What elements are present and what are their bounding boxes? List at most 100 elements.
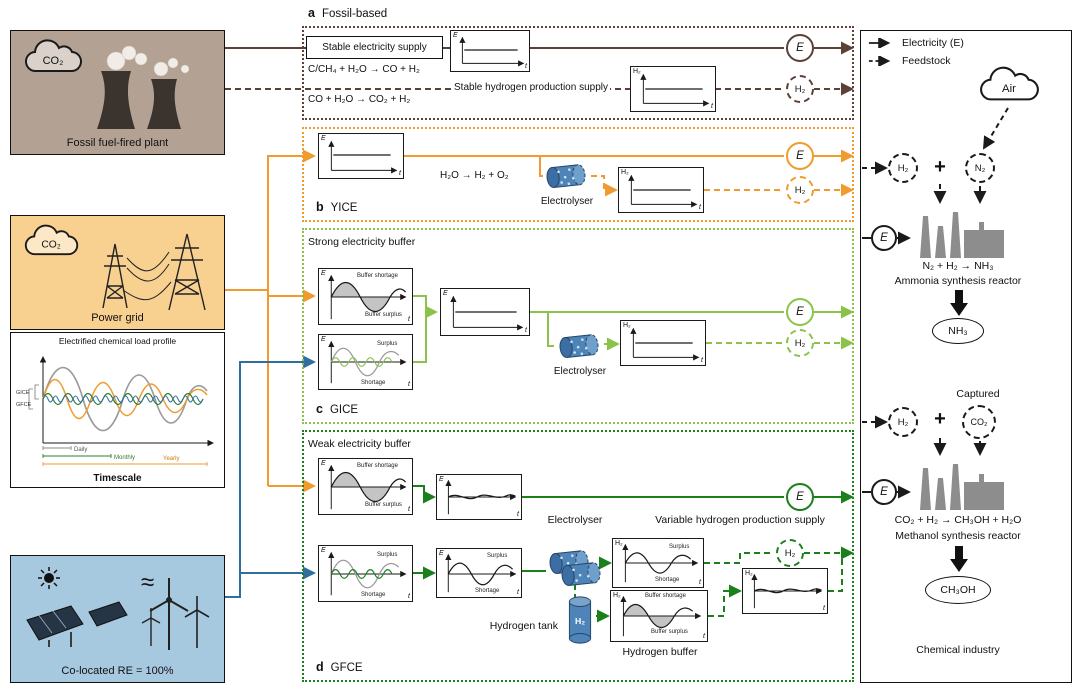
legend-electricity: Electricity (E) [868, 37, 964, 49]
load-profile-chart: GICE GFCE Daily Monthly Yearly [16, 356, 214, 466]
dashed-arrow-icon [868, 56, 891, 66]
fossil-plant-label: Fossil fuel-fired plant [66, 137, 169, 149]
plot-a-electricity: E t [450, 30, 530, 72]
tank-h2-label: H₂ [575, 616, 585, 626]
methanol-equation: CO₂ + H₂ → CH₃OH + H₂O [894, 514, 1022, 526]
re-icons: ≈ [26, 567, 210, 650]
plus-sign: + [934, 408, 946, 430]
plot-xlabel: t [408, 506, 410, 513]
plot-d-electricity-out: E t [436, 474, 522, 520]
panel-a-frame [302, 26, 854, 120]
cooling-towers-icon [97, 45, 190, 129]
nh3-product: NH₃ [932, 318, 984, 344]
e-circle-b: E [796, 150, 804, 162]
e-circle-a: E [796, 42, 804, 54]
ammonia-factory-icon [920, 212, 1004, 258]
plot-ylabel: E [321, 460, 326, 467]
approx-symbol: ≈ [141, 569, 154, 596]
plot-ylabel: H₂ [745, 570, 753, 577]
electrolyser-icon [546, 164, 586, 188]
surplus-ann: Surplus [377, 552, 398, 558]
electrolyser-label-b: Electrolyser [540, 196, 594, 207]
plot-xlabel: t [701, 357, 703, 364]
plus-sign: + [934, 156, 946, 178]
plot-ylabel: E [453, 32, 458, 39]
shortage-ann: Shortage [655, 577, 680, 583]
h2-circle-b: H₂ [786, 176, 814, 204]
fossil-plant-box: CO₂ Fossil fuel-fired plant [10, 30, 225, 155]
e-circle-methanol: E [880, 486, 888, 498]
shortage-ann: Shortage [361, 380, 386, 386]
stable-electricity-supply-box: Stable electricity supply [306, 36, 443, 59]
stable-h2-supply-label: Stable hydrogen production supply [452, 82, 610, 93]
plot-ylabel: E [321, 135, 326, 142]
weak-buffer-label: Weak electricity buffer [308, 438, 411, 450]
strong-buffer-label: Strong electricity buffer [308, 236, 416, 248]
power-grid-box: CO₂ Power grid [10, 215, 225, 330]
h2-circle-c: H₂ [786, 329, 814, 357]
plot-xlabel: t [525, 63, 527, 70]
plot-xlabel: t [699, 579, 701, 586]
air-label: Air [1002, 83, 1016, 95]
pylons-icon [102, 233, 206, 311]
monthly-label: Monthly [114, 455, 135, 461]
thick-down-arrow-icon [950, 546, 968, 572]
plot-xlabel: t [517, 511, 519, 518]
ch3oh-product: CH₃OH [925, 576, 991, 604]
buffer-surplus-ann: Buffer surplus [365, 502, 402, 508]
plot-xlabel: t [517, 589, 519, 596]
captured-label: Captured [956, 388, 1000, 400]
panel-b-letter: b [316, 200, 324, 214]
plot-xlabel: t [408, 316, 410, 323]
plot-ylabel: E [321, 270, 326, 277]
air-cloud-icon: Air [980, 66, 1039, 101]
plot-c-electricity-out: E t [440, 288, 530, 336]
gfce-label: GFCE [16, 402, 32, 408]
shortage-ann: Shortage [361, 592, 386, 598]
plot-xlabel: t [525, 327, 527, 334]
panel-a-letter: a [308, 6, 315, 20]
methanol-reactor-label: Methanol synthesis reactor [895, 530, 1021, 542]
sun-icon [38, 567, 60, 589]
load-profile-box: Electrified chemical load profile GICE G… [10, 332, 225, 488]
plot-d-buffered-hydrogen: H₂ t [742, 568, 828, 614]
buffer-shortage-ann: Buffer shortage [357, 463, 398, 469]
plot-xlabel: t [711, 103, 713, 110]
panel-d-letter: d [316, 660, 324, 674]
electrolyser-icon [559, 334, 599, 358]
solid-arrow-icon [868, 38, 891, 48]
co2-cloud-icon: CO₂ [24, 224, 79, 256]
hydrogen-tank-icon: H₂ [568, 596, 592, 644]
plot-ylabel: H₂ [633, 68, 641, 75]
equation-electrolysis: H₂O → H₂ + O₂ [440, 170, 509, 181]
co2-label: CO₂ [41, 240, 60, 251]
gice-label: GICE [16, 390, 30, 396]
chemical-industry-label: Chemical industry [916, 644, 1000, 656]
plot-ylabel: H₂ [613, 592, 621, 599]
plot-xlabel: t [408, 381, 410, 388]
h2-circle-ammonia: H₂ [888, 153, 918, 183]
plot-ylabel: E [439, 550, 444, 557]
chemical-industry-box [860, 30, 1072, 683]
e-circle-d: E [796, 491, 804, 503]
panel-c-letter: c [316, 402, 323, 416]
plot-ylabel: H₂ [621, 169, 629, 176]
e-circle-ammonia: E [880, 232, 888, 244]
plot-c-re-supply: E t Surplus Shortage [318, 334, 413, 390]
n2-circle: N₂ [965, 153, 995, 183]
timescale-label: Timescale [93, 473, 142, 484]
buffer-shortage-ann: Buffer shortage [357, 273, 398, 279]
plot-ylabel: E [439, 476, 444, 483]
co2-circle: CO₂ [962, 405, 996, 439]
h2-circle-d: H₂ [776, 539, 804, 567]
co2-cloud-icon: CO₂ [25, 39, 82, 73]
methanol-factory-icon [920, 464, 1004, 510]
hydrogen-tank-label: Hydrogen tank [489, 620, 558, 632]
surplus-ann: Surplus [669, 544, 690, 550]
plot-b-electricity: E t [318, 133, 404, 179]
shortage-ann: Shortage [475, 588, 500, 594]
plot-d-variable-hydrogen: H₂ t Surplus Shortage [612, 538, 704, 588]
